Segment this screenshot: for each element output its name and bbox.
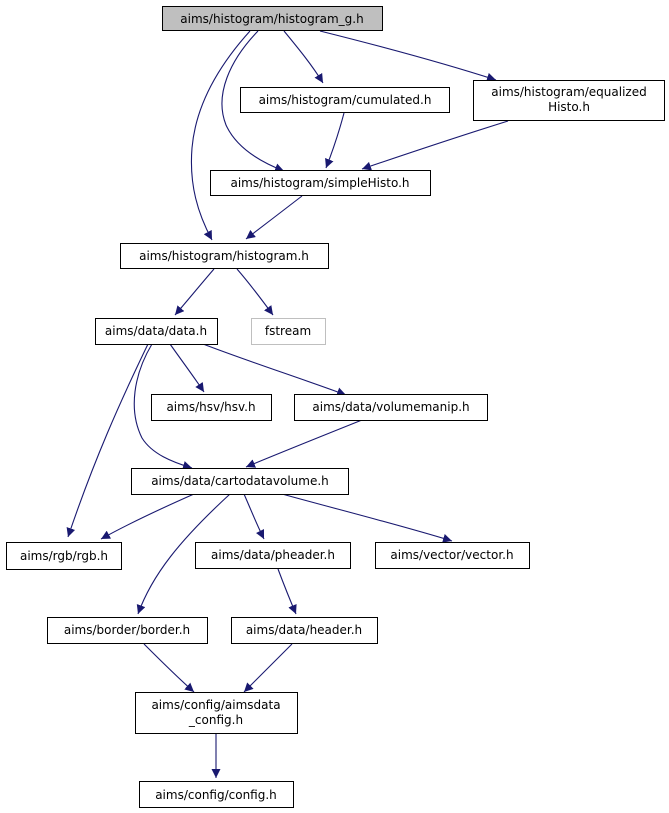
edge-cartodatavolume-to-vector [281, 493, 453, 543]
node-label: aims/vector/vector.h [390, 548, 513, 562]
node-label: aims/histogram/simpleHisto.h [230, 176, 409, 190]
edge-histogram-to-fstream [236, 268, 274, 316]
node-header[interactable]: aims/data/header.h [231, 617, 378, 644]
edge-border-to-aimsdata_config [143, 643, 195, 693]
node-label: aims/data/data.h [105, 324, 207, 338]
node-label: aims/hsv/hsv.h [166, 400, 255, 414]
edge-data-to-rgb [66, 343, 149, 538]
node-cartodatavolume[interactable]: aims/data/cartodatavolume.h [131, 468, 349, 495]
node-histogram_g[interactable]: aims/histogram/histogram_g.h [162, 6, 383, 31]
node-equalizedHisto[interactable]: aims/histogram/equalized Histo.h [473, 80, 665, 121]
edge-histogram_g-to-histogram [190, 30, 251, 241]
node-label: Histo.h [548, 100, 590, 114]
node-label: _config.h [188, 713, 243, 727]
edge-data-to-volumemanip [202, 343, 347, 397]
node-label: aims/rgb/rgb.h [20, 549, 108, 563]
edge-header-to-aimsdata_config [243, 643, 293, 693]
edge-volumemanip-to-cartodatavolume [245, 419, 363, 468]
edge-data-to-cartodatavolume [133, 343, 193, 470]
node-cumulated[interactable]: aims/histogram/cumulated.h [240, 87, 450, 113]
node-label: aims/data/pheader.h [211, 548, 335, 562]
edge-histogram_g-to-equalizedHisto [319, 30, 497, 82]
node-label: aims/config/aimsdata [151, 698, 280, 712]
node-volumemanip[interactable]: aims/data/volumemanip.h [294, 394, 488, 421]
node-vector[interactable]: aims/vector/vector.h [375, 542, 530, 569]
node-label: aims/config/config.h [155, 788, 277, 802]
node-histogram[interactable]: aims/histogram/histogram.h [120, 243, 329, 269]
node-label: aims/data/header.h [246, 623, 362, 637]
node-label: aims/histogram/histogram_g.h [180, 12, 363, 26]
edge-pheader-to-header [277, 568, 297, 615]
node-fstream[interactable]: fstream [251, 318, 326, 345]
node-label: aims/histogram/equalized [491, 85, 646, 99]
edge-histogram_g-to-simpleHisto [221, 30, 285, 172]
node-label: aims/histogram/cumulated.h [259, 93, 432, 107]
edge-cartodatavolume-to-pheader [243, 493, 265, 540]
node-border[interactable]: aims/border/border.h [47, 617, 208, 644]
node-pheader[interactable]: aims/data/pheader.h [195, 542, 351, 569]
edge-equalizedHisto-to-simpleHisto [361, 120, 509, 171]
node-data[interactable]: aims/data/data.h [95, 318, 218, 345]
edge-histogram_g-to-cumulated [283, 30, 324, 84]
node-rgb[interactable]: aims/rgb/rgb.h [6, 542, 122, 570]
edge-data-to-hsv [169, 343, 205, 393]
node-label: aims/data/cartodatavolume.h [151, 474, 329, 488]
node-simpleHisto[interactable]: aims/histogram/simpleHisto.h [210, 170, 431, 196]
node-label: aims/border/border.h [64, 623, 190, 637]
node-aimsdata_config[interactable]: aims/config/aimsdata _config.h [135, 692, 298, 734]
edge-cartodatavolume-to-border [136, 493, 231, 615]
node-config[interactable]: aims/config/config.h [139, 781, 294, 808]
node-hsv[interactable]: aims/hsv/hsv.h [151, 394, 272, 421]
node-label: fstream [265, 324, 311, 338]
edge-histogram-to-data [174, 268, 215, 316]
edge-cartodatavolume-to-rgb [100, 493, 195, 540]
node-label: aims/histogram/histogram.h [139, 249, 309, 263]
node-label: aims/data/volumemanip.h [312, 400, 469, 414]
edge-simpleHisto-to-histogram [245, 195, 303, 240]
edge-cumulated-to-simpleHisto [325, 112, 345, 169]
